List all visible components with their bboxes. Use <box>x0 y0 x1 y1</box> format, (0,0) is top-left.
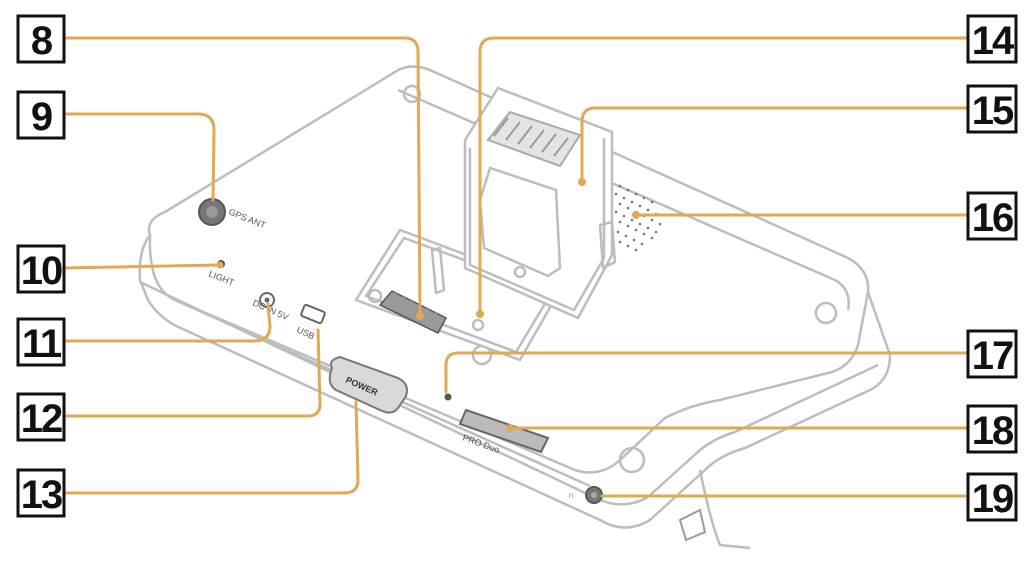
callout-number: 9 <box>31 95 52 139</box>
callout-17: 17 <box>966 329 1018 379</box>
callout-18: 18 <box>966 404 1018 454</box>
callout-13: 13 <box>16 468 66 518</box>
callout-12: 12 <box>16 392 66 442</box>
callout-number: 11 <box>22 322 62 366</box>
callout-number: 13 <box>21 473 62 517</box>
callout-14: 14 <box>966 14 1018 64</box>
callout-number: 15 <box>972 89 1014 133</box>
callout-number: 19 <box>972 477 1013 521</box>
callout-15: 15 <box>966 84 1018 134</box>
svg-text:∩: ∩ <box>568 490 574 500</box>
callout-number: 18 <box>972 409 1014 453</box>
callout-number: 10 <box>21 249 62 293</box>
callout-19: 19 <box>966 472 1018 522</box>
battery-terminal <box>378 290 448 334</box>
callout-number: 8 <box>31 19 53 63</box>
callout-10: 10 <box>16 244 66 294</box>
leader-lines <box>62 36 970 498</box>
callout-9: 9 <box>16 90 66 140</box>
callout-number: 17 <box>972 334 1013 378</box>
callout-16: 16 <box>966 191 1018 241</box>
callout-number: 16 <box>972 196 1013 240</box>
device-body: GPS ANT LIGHT DC IN 5V USB POWER PRO Duo… <box>138 65 892 550</box>
callout-11: 11 <box>16 317 66 367</box>
callout-number: 12 <box>21 397 62 441</box>
battery-cover <box>430 86 617 320</box>
callout-number: 14 <box>972 19 1015 63</box>
callout-8: 8 <box>16 14 66 64</box>
